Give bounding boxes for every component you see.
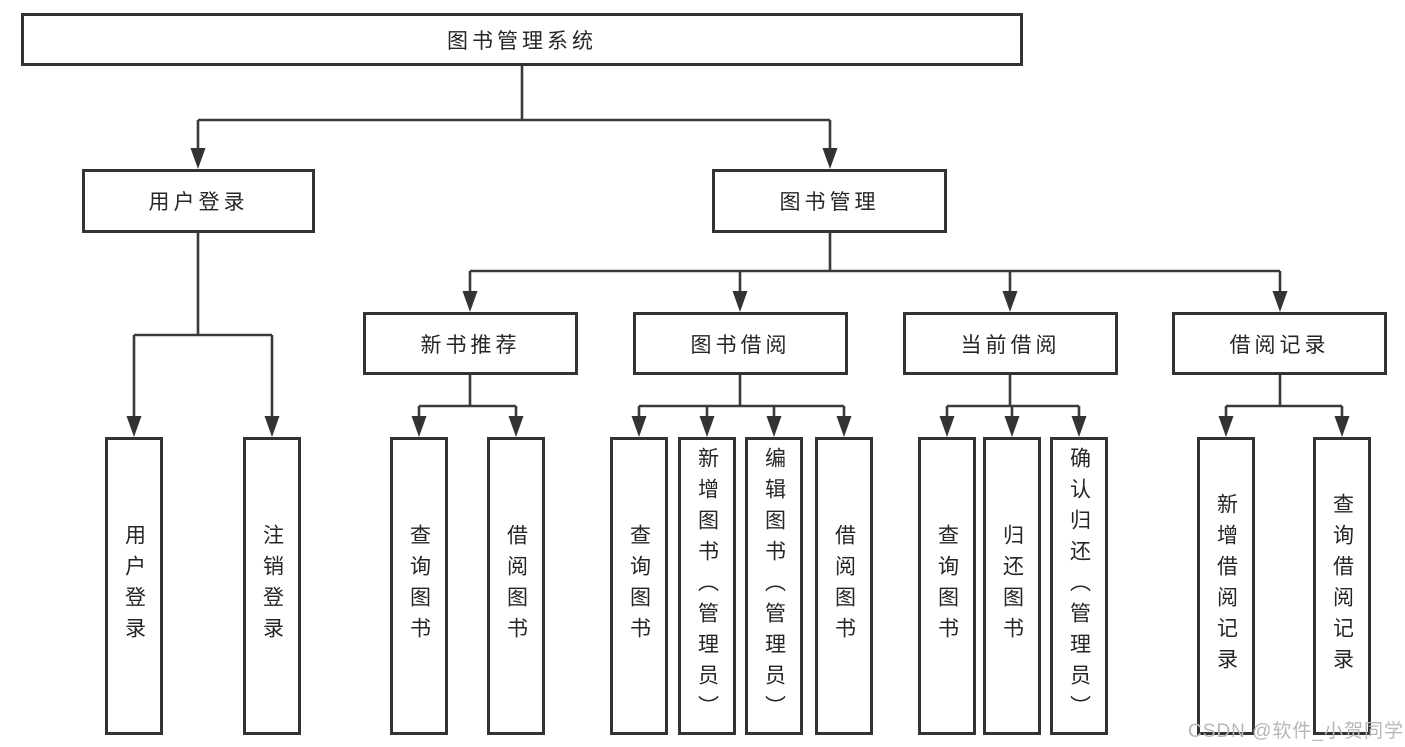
arrowheads	[126, 148, 1350, 437]
arrow-down-icon	[1004, 416, 1020, 437]
node-book-management: 图书管理	[712, 169, 947, 233]
arrow-down-icon	[631, 416, 647, 437]
arrow-down-icon	[939, 416, 955, 437]
node-leaf-add-borrow-record: 新增借阅记录	[1197, 437, 1255, 735]
node-new-book-recommend: 新书推荐	[363, 312, 578, 375]
arrow-down-icon	[836, 416, 852, 437]
arrow-down-icon	[699, 416, 715, 437]
node-leaf-edit-books-admin: 编辑图书（管理员）	[745, 437, 803, 735]
arrow-down-icon	[126, 416, 142, 437]
node-leaf-query-borrow-record: 查询借阅记录	[1313, 437, 1371, 735]
arrow-down-icon	[822, 148, 838, 169]
node-library-system: 图书管理系统	[21, 13, 1023, 66]
node-leaf-add-books-admin: 新增图书（管理员）	[678, 437, 736, 735]
node-book-borrowing: 图书借阅	[633, 312, 848, 375]
node-leaf-logout: 注销登录	[243, 437, 301, 735]
node-leaf-borrow-books: 借阅图书	[815, 437, 873, 735]
arrow-down-icon	[766, 416, 782, 437]
node-current-borrowing: 当前借阅	[903, 312, 1118, 375]
node-leaf-confirm-return-admin: 确认归还（管理员）	[1050, 437, 1108, 735]
arrow-down-icon	[732, 291, 748, 312]
arrow-down-icon	[1218, 416, 1234, 437]
node-leaf-return-books: 归还图书	[983, 437, 1041, 735]
arrow-down-icon	[1071, 416, 1087, 437]
arrow-down-icon	[411, 416, 427, 437]
watermark: CSDN @软件_小贺同学	[1188, 721, 1404, 742]
node-leaf-user-login: 用户登录	[105, 437, 163, 735]
node-leaf-query-books-current: 查询图书	[918, 437, 976, 735]
arrow-down-icon	[462, 291, 478, 312]
node-leaf-query-books-borrowing: 查询图书	[610, 437, 668, 735]
arrow-down-icon	[1334, 416, 1350, 437]
arrow-down-icon	[508, 416, 524, 437]
node-borrowing-records: 借阅记录	[1172, 312, 1387, 375]
node-user-login: 用户登录	[82, 169, 315, 233]
arrow-down-icon	[1272, 291, 1288, 312]
arrow-down-icon	[264, 416, 280, 437]
node-leaf-borrow-books-recommend: 借阅图书	[487, 437, 545, 735]
arrow-down-icon	[190, 148, 206, 169]
node-leaf-query-books-recommend: 查询图书	[390, 437, 448, 735]
arrow-down-icon	[1002, 291, 1018, 312]
